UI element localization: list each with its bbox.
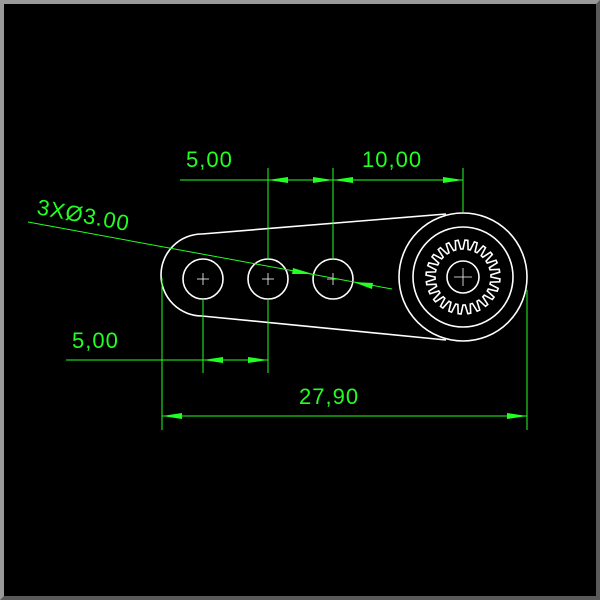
arrow-5-bottom-left [203,357,223,363]
arrow-5-top-right [268,177,288,183]
top-dimensions: 5,00 10,00 [180,147,464,259]
arrow-5-top-left [313,177,333,183]
dim-text-overall: 27,90 [299,384,359,409]
hub-middle-circle [412,226,514,328]
dim-text-bottom-left: 5,00 [72,328,119,353]
dim-text-top-left: 5,00 [186,147,233,172]
spline-gear [425,239,501,315]
arrow-overall-left [162,413,182,419]
callout-arrow-1 [292,268,313,274]
arrow-5-bottom-right [248,357,268,363]
arm-top-edge [201,213,447,235]
arrow-overall-right [507,413,527,419]
callout-leader [27,221,393,290]
bottom-left-dimension: 5,00 [66,299,269,373]
dim-text-hole-callout: 3XØ3.00 [35,194,132,236]
hub-outer-circle [398,212,528,342]
hub-center-hole [446,260,480,294]
hole-callout: 3XØ3.00 [27,194,393,290]
arrow-10-top-right [443,177,463,183]
servo-horn-part [160,212,528,342]
callout-arrow-2 [353,282,373,289]
dim-text-top-right: 10,00 [362,147,422,172]
overall-dimension: 27,90 [161,278,528,430]
arm-bottom-edge [201,315,447,341]
cad-drawing: 5,00 10,00 3XØ3.00 5,00 27,90 [27,147,528,430]
arm-left-end-arc [160,233,203,317]
arrow-10-top-left [333,177,353,183]
